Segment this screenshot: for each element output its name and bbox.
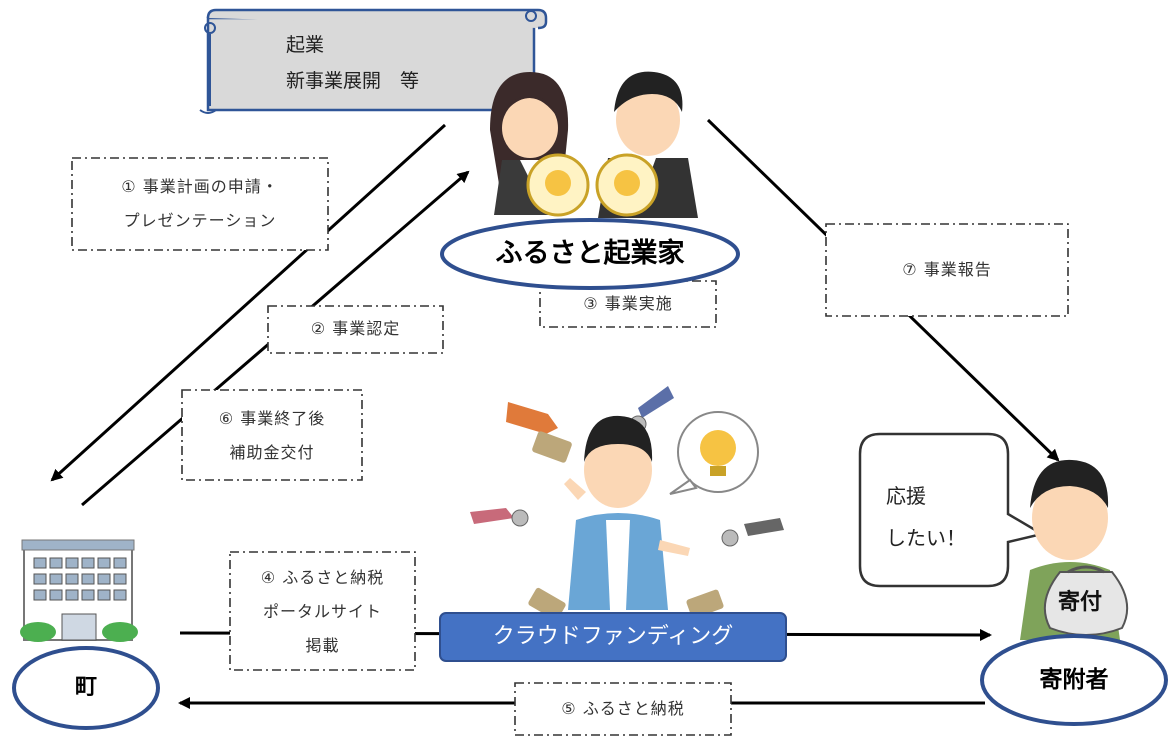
money-bag-label: 寄付 xyxy=(1058,590,1103,615)
arrow-entrepreneur-to-town xyxy=(50,123,447,482)
step6-line1: ⑥ 事業終了後 xyxy=(218,409,326,428)
step6-line2: 補助金交付 xyxy=(229,443,315,462)
town-hall-building-icon xyxy=(20,539,138,642)
lightbulb-icon xyxy=(526,153,659,217)
step7-label: ⑦ 事業報告 xyxy=(902,260,992,279)
step2-label: ② 事業認定 xyxy=(310,319,401,338)
town-label: 町 xyxy=(74,675,97,700)
entrepreneur-ellipse xyxy=(440,218,740,290)
business-couple-illustration xyxy=(490,71,698,218)
step1-line1: ① 事業計画の申請・ xyxy=(121,177,279,196)
scroll-banner xyxy=(199,8,548,114)
step5-box xyxy=(514,682,732,736)
crowdfunding-label: クラウドファンディング xyxy=(492,624,734,649)
step4-line1: ④ ふるさと納税 xyxy=(260,568,385,587)
step4-box xyxy=(229,551,416,671)
step7-box xyxy=(825,223,1069,317)
speech-line-1: 応援 xyxy=(886,484,926,508)
donor-label: 寄附者 xyxy=(1039,667,1109,693)
step2-box xyxy=(267,305,444,354)
crowd-hands-illustration xyxy=(470,386,784,621)
step1-box xyxy=(71,157,329,251)
step6-box xyxy=(181,389,363,481)
speech-bubble xyxy=(858,432,1046,588)
step4-line2: ポータルサイト xyxy=(262,602,382,621)
town-ellipse xyxy=(12,646,160,730)
crowdfunding-box xyxy=(439,612,787,662)
step3-label: ③ 事業実施 xyxy=(583,294,673,313)
step1-line2: プレゼンテーション xyxy=(123,211,277,230)
donor-ellipse xyxy=(980,634,1168,726)
entrepreneur-label: ふるさと起業家 xyxy=(495,238,685,269)
scroll-line-2: 新事業展開 等 xyxy=(286,70,420,92)
step4-line3: 掲載 xyxy=(305,636,340,655)
scroll-line-1: 起業 xyxy=(286,34,325,56)
speech-line-2: したい！ xyxy=(886,526,966,550)
step5-label: ⑤ ふるさと納税 xyxy=(561,699,685,718)
